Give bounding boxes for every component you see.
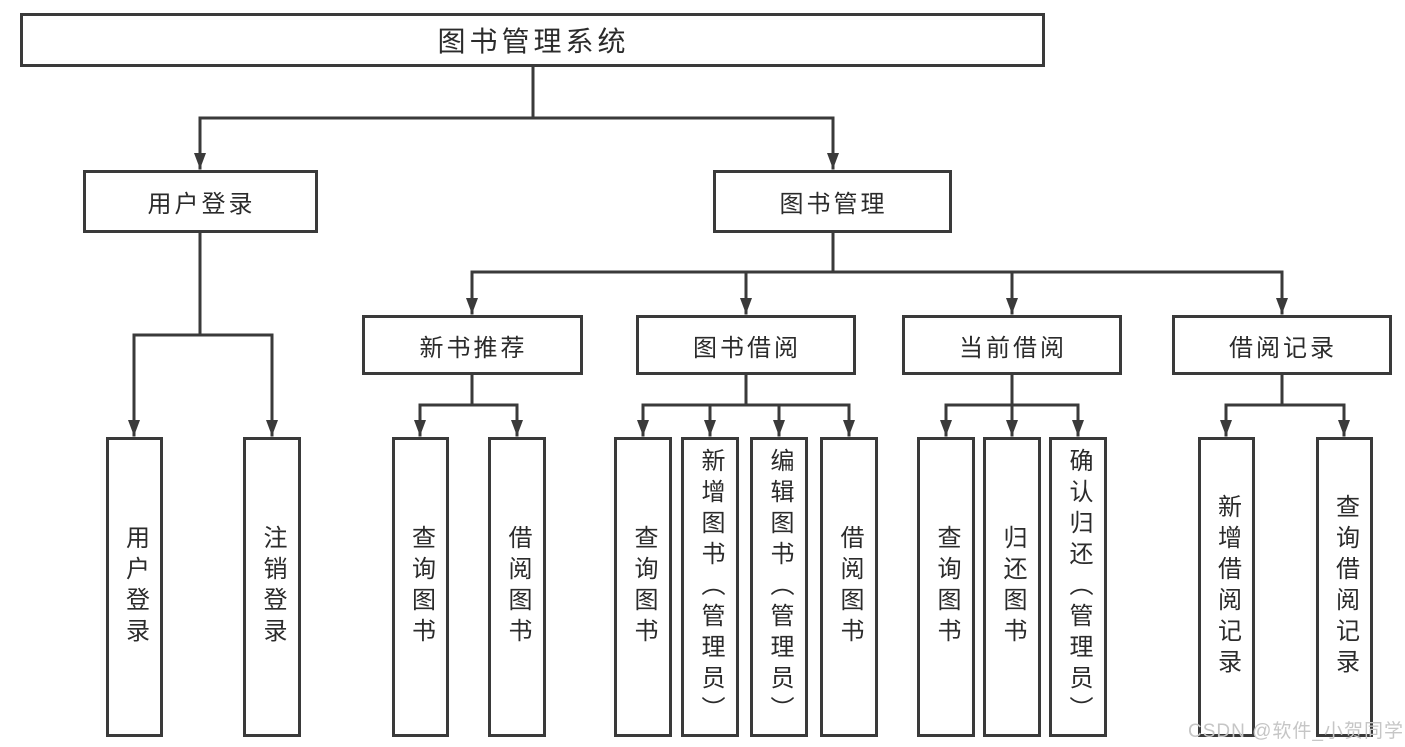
- node-label: 图书管理系统: [437, 26, 630, 57]
- node-label: 查询图书: [933, 525, 960, 649]
- node-label: 借阅记录: [1229, 334, 1337, 362]
- node-new-book-recommendation: 新书推荐: [362, 315, 583, 375]
- leaf-add-books-admin: 新增图书（管理员）: [681, 437, 739, 737]
- node-label: 编辑图书（管理员）: [766, 447, 793, 727]
- leaf-borrow-books: 借阅图书: [820, 437, 878, 737]
- node-label: 确认归还（管理员）: [1065, 447, 1092, 727]
- node-label: 新增图书（管理员）: [697, 447, 724, 727]
- node-label: 当前借阅: [959, 334, 1067, 362]
- node-label: 图书管理: [779, 191, 888, 218]
- leaf-query-books-recommend: 查询图书: [392, 437, 449, 737]
- node-label: 图书借阅: [693, 334, 801, 362]
- leaf-query-borrow-record: 查询借阅记录: [1316, 437, 1373, 737]
- node-label: 用户登录: [121, 525, 149, 649]
- node-label: 注销登录: [259, 525, 286, 649]
- leaf-borrow-books-recommend: 借阅图书: [488, 437, 546, 737]
- node-label: 借阅图书: [836, 525, 863, 649]
- leaf-confirm-return-admin: 确认归还（管理员）: [1049, 437, 1107, 737]
- csdn-watermark: CSDN @软件_小贺同学: [1188, 721, 1404, 742]
- node-label: 查询图书: [630, 525, 657, 649]
- leaf-user-login: 用户登录: [106, 437, 163, 737]
- leaf-query-books-borrowing: 查询图书: [614, 437, 672, 737]
- node-label: 查询借阅记录: [1331, 494, 1359, 680]
- node-label: 借阅图书: [504, 525, 531, 649]
- leaf-query-books-current: 查询图书: [917, 437, 975, 737]
- node-label: 新增借阅记录: [1213, 494, 1241, 680]
- node-label: 查询图书: [407, 525, 435, 649]
- node-user-login: 用户登录: [83, 170, 318, 233]
- leaf-add-borrow-record: 新增借阅记录: [1198, 437, 1255, 737]
- node-label: 新书推荐: [419, 334, 528, 362]
- node-borrowing-records: 借阅记录: [1172, 315, 1392, 375]
- leaf-logout: 注销登录: [243, 437, 301, 737]
- leaf-edit-books-admin: 编辑图书（管理员）: [750, 437, 808, 737]
- node-book-borrowing: 图书借阅: [636, 315, 856, 375]
- node-label: 用户登录: [147, 191, 256, 218]
- node-library-management-system: 图书管理系统: [20, 13, 1045, 67]
- node-current-borrowing: 当前借阅: [902, 315, 1122, 375]
- leaf-return-books: 归还图书: [983, 437, 1041, 737]
- node-book-management: 图书管理: [713, 170, 952, 233]
- node-label: 归还图书: [999, 525, 1026, 649]
